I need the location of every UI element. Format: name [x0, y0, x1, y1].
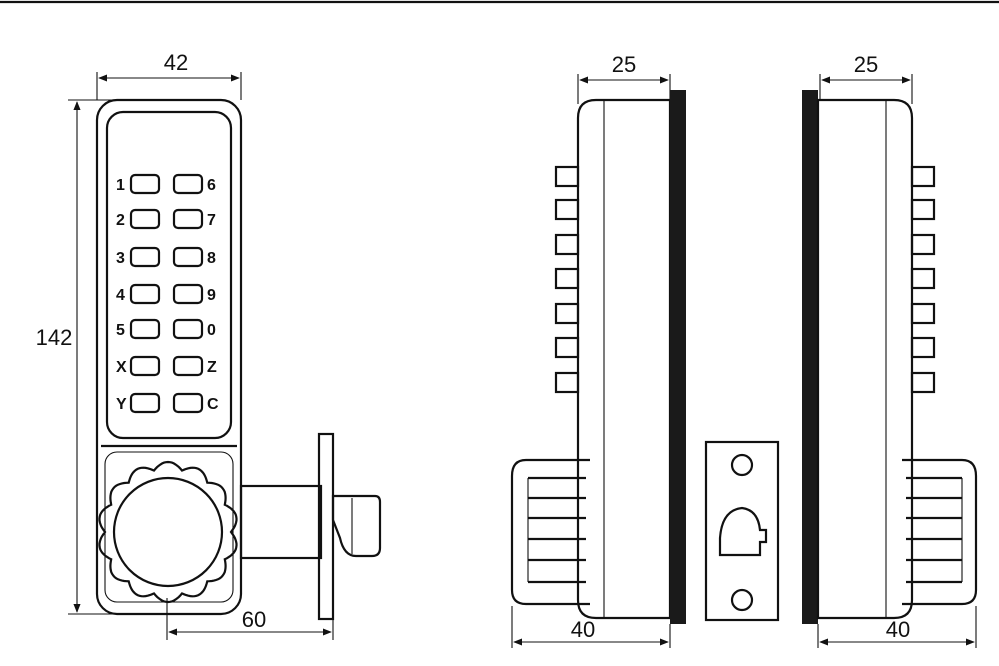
side-button — [554, 336, 580, 359]
door-plate — [670, 90, 686, 624]
knob-housing — [104, 451, 234, 603]
side-button — [554, 165, 580, 188]
key-label: 4 — [116, 287, 125, 304]
key-label: 2 — [116, 212, 125, 229]
side-view-left: 25 40 — [510, 52, 686, 648]
keypad-panel — [105, 110, 233, 440]
strike-plate — [704, 440, 780, 622]
knob-inner-ring — [112, 476, 224, 588]
side-button — [910, 233, 936, 256]
screw-hole-bottom — [730, 588, 754, 612]
knob-outer-scallop — [98, 460, 238, 604]
key-label: X — [116, 359, 127, 376]
keypad-button — [172, 208, 204, 230]
knob-dimension-label: 40 — [886, 617, 910, 642]
side-body — [576, 98, 672, 620]
key-label: 1 — [116, 177, 125, 194]
side-body — [816, 98, 914, 620]
side-button — [554, 233, 580, 256]
keypad-button — [129, 246, 161, 268]
key-label: Y — [116, 396, 127, 413]
keypad-left-column — [129, 173, 161, 414]
door-plate — [802, 90, 818, 624]
key-label: 8 — [207, 250, 216, 267]
key-label: 3 — [116, 250, 125, 267]
side-button — [910, 371, 936, 394]
keypad-button — [129, 208, 161, 230]
latch-tube — [239, 484, 323, 560]
strike-latch-opening — [718, 506, 768, 557]
key-label: C — [207, 396, 219, 413]
key-label: 6 — [207, 177, 216, 194]
side-button — [910, 302, 936, 325]
key-label: Z — [207, 359, 217, 376]
key-label: 7 — [207, 212, 216, 229]
width-dimension-label: 42 — [164, 50, 188, 75]
keypad-button — [172, 246, 204, 268]
side-knob — [902, 458, 978, 606]
keypad-button — [129, 173, 161, 195]
keypad-button — [172, 173, 204, 195]
side-button — [910, 336, 936, 359]
latch-bolt — [331, 494, 382, 558]
side-button — [554, 371, 580, 394]
keypad-button — [172, 318, 204, 340]
keypad-right-column — [172, 173, 204, 414]
side-button — [554, 198, 580, 221]
side-button — [554, 267, 580, 290]
keypad-button — [129, 355, 161, 377]
depth-dimension-label: 25 — [612, 52, 636, 77]
key-label: 9 — [207, 287, 216, 304]
keypad-button — [172, 283, 204, 305]
height-dimension-label: 142 — [36, 325, 73, 350]
keypad-button — [172, 355, 204, 377]
keypad-button — [129, 318, 161, 340]
keypad-button — [129, 283, 161, 305]
key-label: 0 — [207, 322, 216, 339]
screw-hole-top — [730, 453, 754, 477]
knob-dimension-label: 40 — [571, 617, 595, 642]
lock-body-outline — [95, 98, 243, 616]
depth-dimension-label: 25 — [854, 52, 878, 77]
side-button — [910, 198, 936, 221]
side-knob — [510, 458, 590, 606]
side-view-right: 25 40 — [802, 52, 978, 648]
side-button — [554, 302, 580, 325]
faceplate — [317, 432, 335, 621]
key-label: 5 — [116, 322, 125, 339]
front-view: 42 142 — [36, 50, 382, 640]
backset-dimension-label: 60 — [242, 607, 266, 632]
side-button — [910, 267, 936, 290]
strike-plate-outline — [704, 440, 780, 622]
keypad-button — [172, 392, 204, 414]
keypad-button — [129, 392, 161, 414]
side-button — [910, 165, 936, 188]
